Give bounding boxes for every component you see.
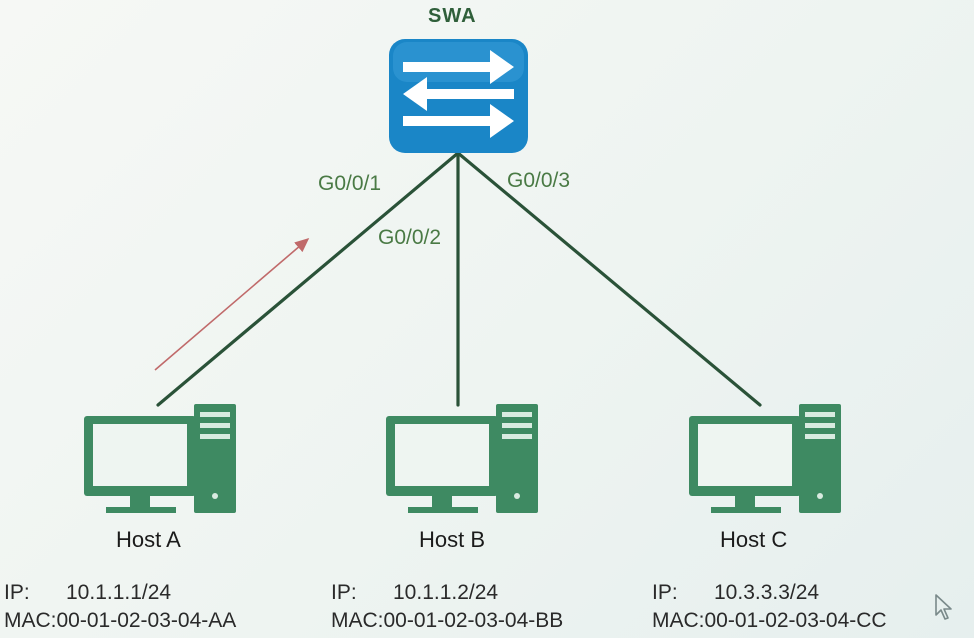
switch-name: SWA [428, 5, 477, 27]
ip-value: 10.3.3.3/24 [714, 581, 820, 604]
computer-icon [386, 404, 538, 513]
host-b-ip: IP: 10.1.1.2/24 [331, 582, 498, 603]
ip-label: IP: [652, 581, 678, 604]
computer-icon [84, 404, 236, 513]
switch-icon [389, 39, 528, 153]
host-c-name: Host C [720, 527, 788, 552]
computer-icon [689, 404, 841, 513]
traffic-direction-arrow [154, 237, 310, 371]
port-label-g0-0-1: G0/0/1 [318, 172, 382, 195]
ip-value: 10.1.1.2/24 [393, 581, 499, 604]
host-b-mac: MAC:00-01-02-03-04-BB [331, 609, 564, 632]
link-host-c [456, 151, 762, 407]
host-c-ip: IP: 10.3.3.3/24 [652, 582, 819, 603]
link-host-a [156, 151, 460, 407]
host-b-name: Host B [419, 527, 486, 552]
host-a-mac: MAC:00-01-02-03-04-AA [4, 609, 237, 632]
cursor-icon [935, 594, 952, 620]
links [156, 151, 762, 407]
port-label-g0-0-3: G0/0/3 [507, 169, 571, 192]
port-label-g0-0-2: G0/0/2 [378, 226, 442, 249]
ip-value: 10.1.1.1/24 [66, 581, 172, 604]
host-c-mac: MAC:00-01-02-03-04-CC [652, 609, 887, 632]
host-a-ip: IP: 10.1.1.1/24 [4, 582, 171, 603]
ip-label: IP: [4, 581, 30, 604]
ip-label: IP: [331, 581, 357, 604]
host-a-name: Host A [116, 527, 181, 552]
